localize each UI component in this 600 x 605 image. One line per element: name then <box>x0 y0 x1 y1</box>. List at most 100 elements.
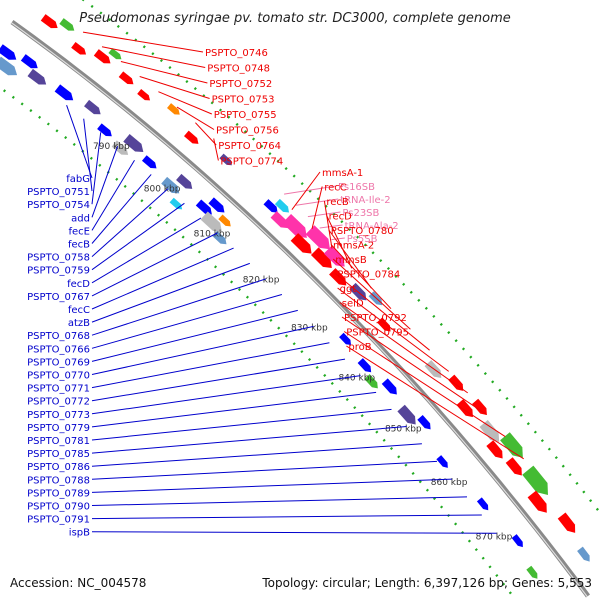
leader-line <box>343 331 506 438</box>
gene-feature <box>526 565 538 579</box>
gene-label: PSPTO_0781 <box>27 436 90 447</box>
leader-line <box>284 185 337 195</box>
leader-line <box>66 105 93 179</box>
gene-label: recB <box>326 197 349 208</box>
leader-line <box>319 224 343 229</box>
gene-feature <box>167 103 180 115</box>
leader-line <box>91 391 377 428</box>
leader-line <box>323 200 333 249</box>
gene-label: mmsA-1 <box>322 168 363 179</box>
gene-feature <box>381 378 397 395</box>
gene-feature <box>176 173 193 189</box>
leader-line <box>91 262 250 323</box>
gene-feature <box>329 268 347 286</box>
leader-line <box>341 316 487 416</box>
gene-feature <box>282 213 307 238</box>
gene-label: atzB <box>68 318 90 329</box>
gene-label: add <box>71 213 90 224</box>
leader-line <box>91 232 218 297</box>
gene-label: PSPTO_0788 <box>27 475 90 486</box>
gene-label: PSPTO_0751 <box>27 187 90 198</box>
leader-line <box>91 159 135 231</box>
gene-feature <box>137 89 151 101</box>
leader-line <box>83 118 93 192</box>
gene-label: fabG <box>66 174 90 185</box>
gene-label: PSPTO_0758 <box>27 253 90 264</box>
gene-label: PSPTO_0752 <box>209 79 272 90</box>
label-leader-lines <box>66 31 524 534</box>
leader-line <box>91 496 468 506</box>
gene-feature <box>522 465 548 496</box>
gene-feature <box>27 68 47 85</box>
genome-summary-text: Topology: circular; Length: 6,397,126 bp… <box>261 576 592 590</box>
leader-line <box>91 358 346 402</box>
gene-feature <box>397 404 416 425</box>
leader-line <box>346 345 524 460</box>
gene-label: PSPTO_0790 <box>27 502 90 513</box>
gene-feature <box>218 214 231 227</box>
gene-label: PSPTO_0791 <box>27 515 90 526</box>
gene-label: PSPTO_0753 <box>212 95 275 106</box>
gene-feature <box>577 546 590 562</box>
gene-feature <box>527 490 547 513</box>
kbp-label: 860 kbp <box>431 478 468 488</box>
leader-line <box>91 460 438 480</box>
leader-line <box>330 244 392 310</box>
gene-label: PSPTO_0770 <box>27 371 90 382</box>
gene-feature <box>20 54 38 69</box>
gene-feature <box>479 420 500 442</box>
gene-label: PSPTO_0764 <box>218 141 281 152</box>
gene-label: tRNA-Ala-2 <box>345 221 399 232</box>
leader-line <box>326 215 353 269</box>
gene-label: PSPTO_0774 <box>220 157 283 168</box>
leader-line <box>91 247 234 310</box>
gene-label: recC <box>324 183 347 194</box>
gene-label: PSPTO_0759 <box>27 266 90 277</box>
gene-feature <box>511 534 523 548</box>
leader-line <box>296 198 339 206</box>
gene-feature <box>376 317 391 332</box>
gene-feature <box>169 197 183 210</box>
gene-feature <box>364 374 378 389</box>
leader-line <box>91 375 361 415</box>
tick-track-outer <box>81 0 600 515</box>
gene-feature <box>0 56 18 76</box>
gene-label: fecE <box>69 226 91 237</box>
gene-feature <box>123 134 144 152</box>
leader-line <box>335 273 430 351</box>
gene-label: PSPTO_0795 <box>346 328 409 339</box>
gene-label: Ps23SB <box>342 208 379 219</box>
leader-line <box>91 408 392 441</box>
gene-label: mmsB <box>335 255 367 266</box>
gene-label: proB <box>348 342 371 353</box>
gene-feature <box>323 245 345 267</box>
gene-label: PSPTO_0748 <box>207 64 270 75</box>
leader-line <box>91 531 497 534</box>
leader-line <box>91 443 422 467</box>
gene-label: ispB <box>69 528 90 539</box>
gene-feature <box>219 153 232 166</box>
gene-feature <box>305 225 331 250</box>
gene-feature <box>417 415 431 430</box>
gene-label: PSPTO_0766 <box>27 344 90 355</box>
leader-line <box>91 478 453 493</box>
gene-feature <box>40 14 58 29</box>
leader-line <box>311 186 323 230</box>
gene-label: fecC <box>68 305 90 316</box>
gene-label: PSPTO_0767 <box>27 292 90 303</box>
kbp-label: 830 kbp <box>291 324 328 334</box>
leader-line <box>139 76 210 99</box>
gene-feature <box>310 247 332 269</box>
gene-feature <box>290 233 312 254</box>
gene-feature <box>339 332 352 346</box>
kbp-label: 790 kbp <box>93 142 130 152</box>
gene-label: PSPTO_0771 <box>27 384 90 395</box>
gene-feature <box>500 432 523 458</box>
gene-label: PSPTO_0785 <box>27 449 90 460</box>
gene-label: recD <box>329 212 353 223</box>
gene-label: ggt <box>340 284 357 295</box>
gene-label: PSPTO_0784 <box>337 270 400 281</box>
accession-text: Accession: NC_004578 <box>10 576 146 590</box>
